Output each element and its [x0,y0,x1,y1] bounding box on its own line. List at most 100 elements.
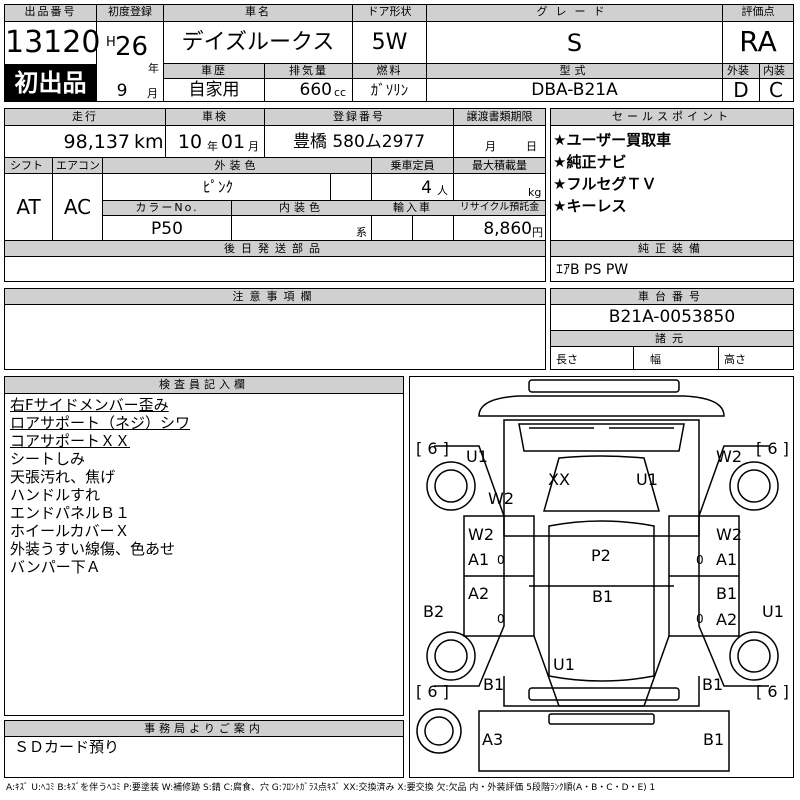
diagram-mark: U1 [553,655,575,674]
shift: AT [16,195,41,219]
model-label: 型式 [559,64,590,77]
selling-point-2: ★純正ナビ [553,153,627,171]
lot-number: 13120 [5,25,101,60]
inspector-note: 外装うすい線傷、色あせ [10,540,176,558]
lot-label: 出品番号 [24,5,77,18]
car-name: デイズルークス [181,30,335,55]
score-label: 評価点 [741,5,775,18]
selling-points-box [550,108,794,282]
equipment: ｴｱB PS PW [556,262,629,278]
fuel-label: 燃料 [376,64,403,77]
seats-unit: 人 [437,184,448,197]
legend: A:ｷｽﾞ U:ﾍｺﾐ B:ｷｽﾞを伴うﾍｺﾐ P:要塗装 W:補修跡 S:錆 … [6,783,656,793]
int-grade: C [769,78,783,102]
mileage-unit: km [134,131,164,153]
diagram-mark: [ 6 ] [756,682,789,701]
inspector-note: ホイールカバーＸ [10,522,130,540]
diagram-mark: [ 6 ] [756,439,789,458]
diagram-mark: 0 [696,612,704,626]
car-outline [416,379,779,772]
diagram-mark: U1 [466,447,488,466]
inspector-note: コアサポートＸＸ [10,432,131,450]
caution-box [4,288,546,370]
chassis-number: B21A-0053850 [608,307,736,327]
load-unit: kg [528,186,542,199]
intcolor-label: 内装色 [279,201,324,214]
detail-table [4,108,546,282]
ext-color: ﾋﾟﾝｸ [202,178,233,196]
inspect-year: 10 [177,131,203,153]
diagram-mark: [ 6 ] [416,439,449,458]
transfer-day: 日 [526,140,537,153]
first-listing-badge: 初出品 [14,69,87,97]
grade-label: グレード [536,5,613,18]
reg-year: 26 [115,32,149,62]
diagram-mark: A3 [482,730,504,749]
door-type: 5W [371,30,408,55]
diagram-mark: B1 [702,675,724,694]
inspector-note: シートしみ [10,450,86,468]
mileage: 98,137 [63,131,130,153]
fuel: ｶﾞｿﾘﾝ [370,81,409,99]
inspector-note: 右Fサイドメンバー歪み [10,396,169,414]
chassis-box [550,288,794,370]
transfer-month: 月 [485,140,496,153]
diagram-mark: A1 [468,550,490,569]
selling-point-4: ★キーレス [553,197,627,215]
diagram-mark: U1 [762,602,784,621]
int-label: 内装 [763,64,785,77]
seats-label: 乗車定員 [390,159,435,172]
inspector-note: バンパー下Ａ [10,558,101,576]
diagram-mark: A2 [468,584,490,603]
width-label: 幅 [650,353,661,366]
plate-label: 登録番号 [333,110,385,123]
disp-unit: cc [334,86,347,99]
car-name-label: 車名 [245,5,271,18]
transfer-label: 譲渡書類期限 [466,110,533,123]
recycle-fee: 8,860 [483,219,532,239]
diagram-mark: XX [548,470,570,489]
ext-grade: D [733,78,749,102]
diagram-mark: W2 [488,489,514,508]
diagram-mark: W2 [716,525,742,544]
office-box [4,720,404,778]
diagram-mark: A1 [716,550,738,569]
chassis-label: 車台番号 [638,290,706,303]
diagram-mark: P2 [591,546,611,565]
load-label: 最大積載量 [472,159,527,172]
color-label: 外装色 [214,159,260,172]
displacement: 660 [299,80,332,100]
inspector-note: ロアサポート（ネジ）シワ [10,414,191,432]
later-parts-label: 後日発送部品 [224,242,326,255]
diagram-mark: W2 [468,525,494,544]
office-label: 事務局よりご案内 [144,722,264,735]
color-number: P50 [151,219,183,239]
reg-month-unit: 月 [147,87,158,100]
diagram-mark: A2 [716,610,738,629]
selling-point-1: ★ユーザー買取車 [553,131,672,149]
inspect-month: 01 [220,131,246,153]
reg-label: 初度登録 [108,5,152,18]
seats: 4 [421,178,432,198]
intcolor-unit: 系 [356,226,367,239]
reg-month: 9 [116,81,128,101]
diagram-mark: B1 [716,584,738,603]
plate-number: 豊橋 580ム2977 [292,132,426,152]
diagram-mark: B1 [592,587,614,606]
inspector-box [4,376,404,716]
diagram-mark: B1 [483,675,505,694]
disp-label: 排気量 [289,64,328,77]
shift-label: シフト [10,159,43,172]
header-table [4,4,794,102]
ac-label: エアコン [56,159,100,172]
ac: AC [63,195,92,219]
inspect-year-unit: 年 [207,140,218,153]
diagram-mark: W2 [716,447,742,466]
inspector-note: ハンドルすれ [10,486,101,504]
selling-label: セールスポイント [612,110,732,123]
height-label: 高さ [724,353,746,366]
ext-label: 外装 [727,64,749,77]
car-diagram [409,376,794,778]
import-label: 輸入車 [393,201,432,214]
inspector-note: エンドパネルＢ１ [10,504,131,522]
